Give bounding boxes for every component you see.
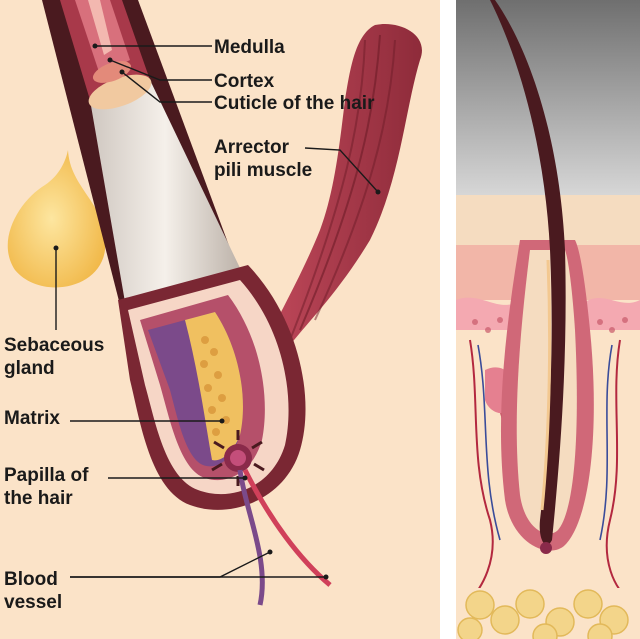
label-papilla-line1: Papilla of — [4, 465, 89, 486]
fat-cells — [457, 589, 629, 639]
blood-vessel-shape — [237, 468, 332, 606]
panel-divider — [440, 0, 456, 639]
label-matrix: Matrix — [4, 408, 60, 429]
right-panel — [456, 0, 640, 639]
leader-lines — [53, 43, 381, 580]
label-arrector-line1: Arrector — [214, 137, 290, 158]
hair-strand-shape — [490, 0, 566, 545]
hair-shaft-shape — [42, 0, 240, 305]
label-blood-line1: Blood — [4, 569, 58, 590]
label-blood-line2: vessel — [4, 592, 62, 613]
label-sebaceous-line1: Sebaceous — [4, 335, 104, 356]
label-sebaceous-line2: gland — [4, 358, 55, 379]
label-cuticle: Cuticle of the hair — [214, 93, 375, 114]
hair-bulb-shape — [118, 265, 306, 510]
left-panel: Medulla Cortex Cuticle of the hair Arrec… — [0, 0, 440, 639]
label-cortex: Cortex — [214, 71, 275, 92]
arrector-pili-muscle-shape — [255, 24, 422, 365]
label-arrector-line2: pili muscle — [214, 160, 312, 181]
diagram-labels: Medulla Cortex Cuticle of the hair Arrec… — [4, 37, 375, 613]
label-papilla-line2: the hair — [4, 488, 73, 509]
sebaceous-gland-shape — [7, 150, 106, 288]
label-medulla: Medulla — [214, 37, 285, 58]
